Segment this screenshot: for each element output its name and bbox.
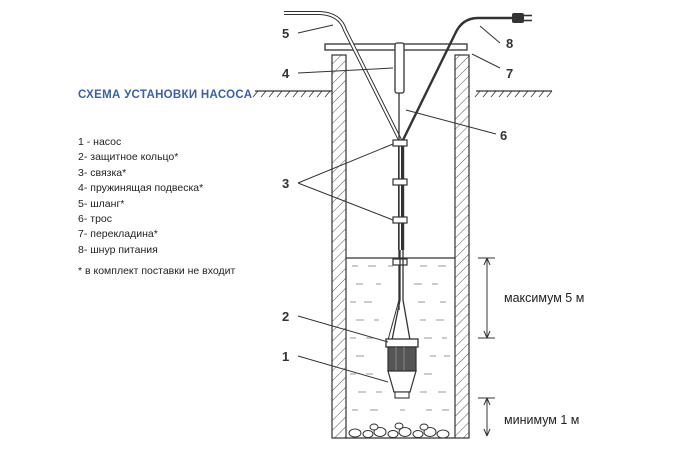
dimension-min [478,397,495,437]
power-cord [401,16,512,250]
leader-lines [297,24,501,383]
dimension-min-label: минимум 1 м [504,413,579,427]
callout-7: 7 [506,66,513,81]
protective-ring [385,338,419,348]
legend-note: * в комплект поставки не входит [78,265,236,277]
legend-item-pump: 1 - насос [78,136,122,148]
pump [387,346,417,399]
legend-item-power-cord: 8- шнур питания [78,243,158,256]
callout-6: 6 [500,128,507,143]
legend-item-ties: 3- связка* [78,166,127,179]
dimension-max-label: максимум 5 м [504,291,584,305]
legend-list: 1 - насос 2- защитное кольцо* 3- связка*… [78,135,203,258]
callout-8: 8 [506,36,513,51]
ground-surface [252,90,553,98]
scheme-title: СХЕМА УСТАНОВКИ НАСОСА [78,89,253,101]
legend-item-protective-ring: 2- защитное кольцо* [78,151,179,164]
legend-item-hose: 5- шланг* [78,197,125,210]
well-wall-left [331,54,347,439]
dimension-max [478,257,495,339]
legend-item-crossbar: 7- перекладина* [78,228,158,241]
callout-2: 2 [282,309,289,324]
spring-suspension [394,42,405,94]
gravel-bottom [346,422,455,439]
callout-5: 5 [282,26,289,41]
callout-1: 1 [282,349,289,364]
water-area [346,257,455,411]
well-wall-right [454,54,470,439]
callout-3: 3 [282,176,289,191]
legend-item-spring-suspension: 4- пружинящая подвеска* [78,182,204,195]
power-plug [512,13,532,23]
legend-item-cable: 6- трос [78,213,112,226]
callout-4: 4 [282,66,290,81]
